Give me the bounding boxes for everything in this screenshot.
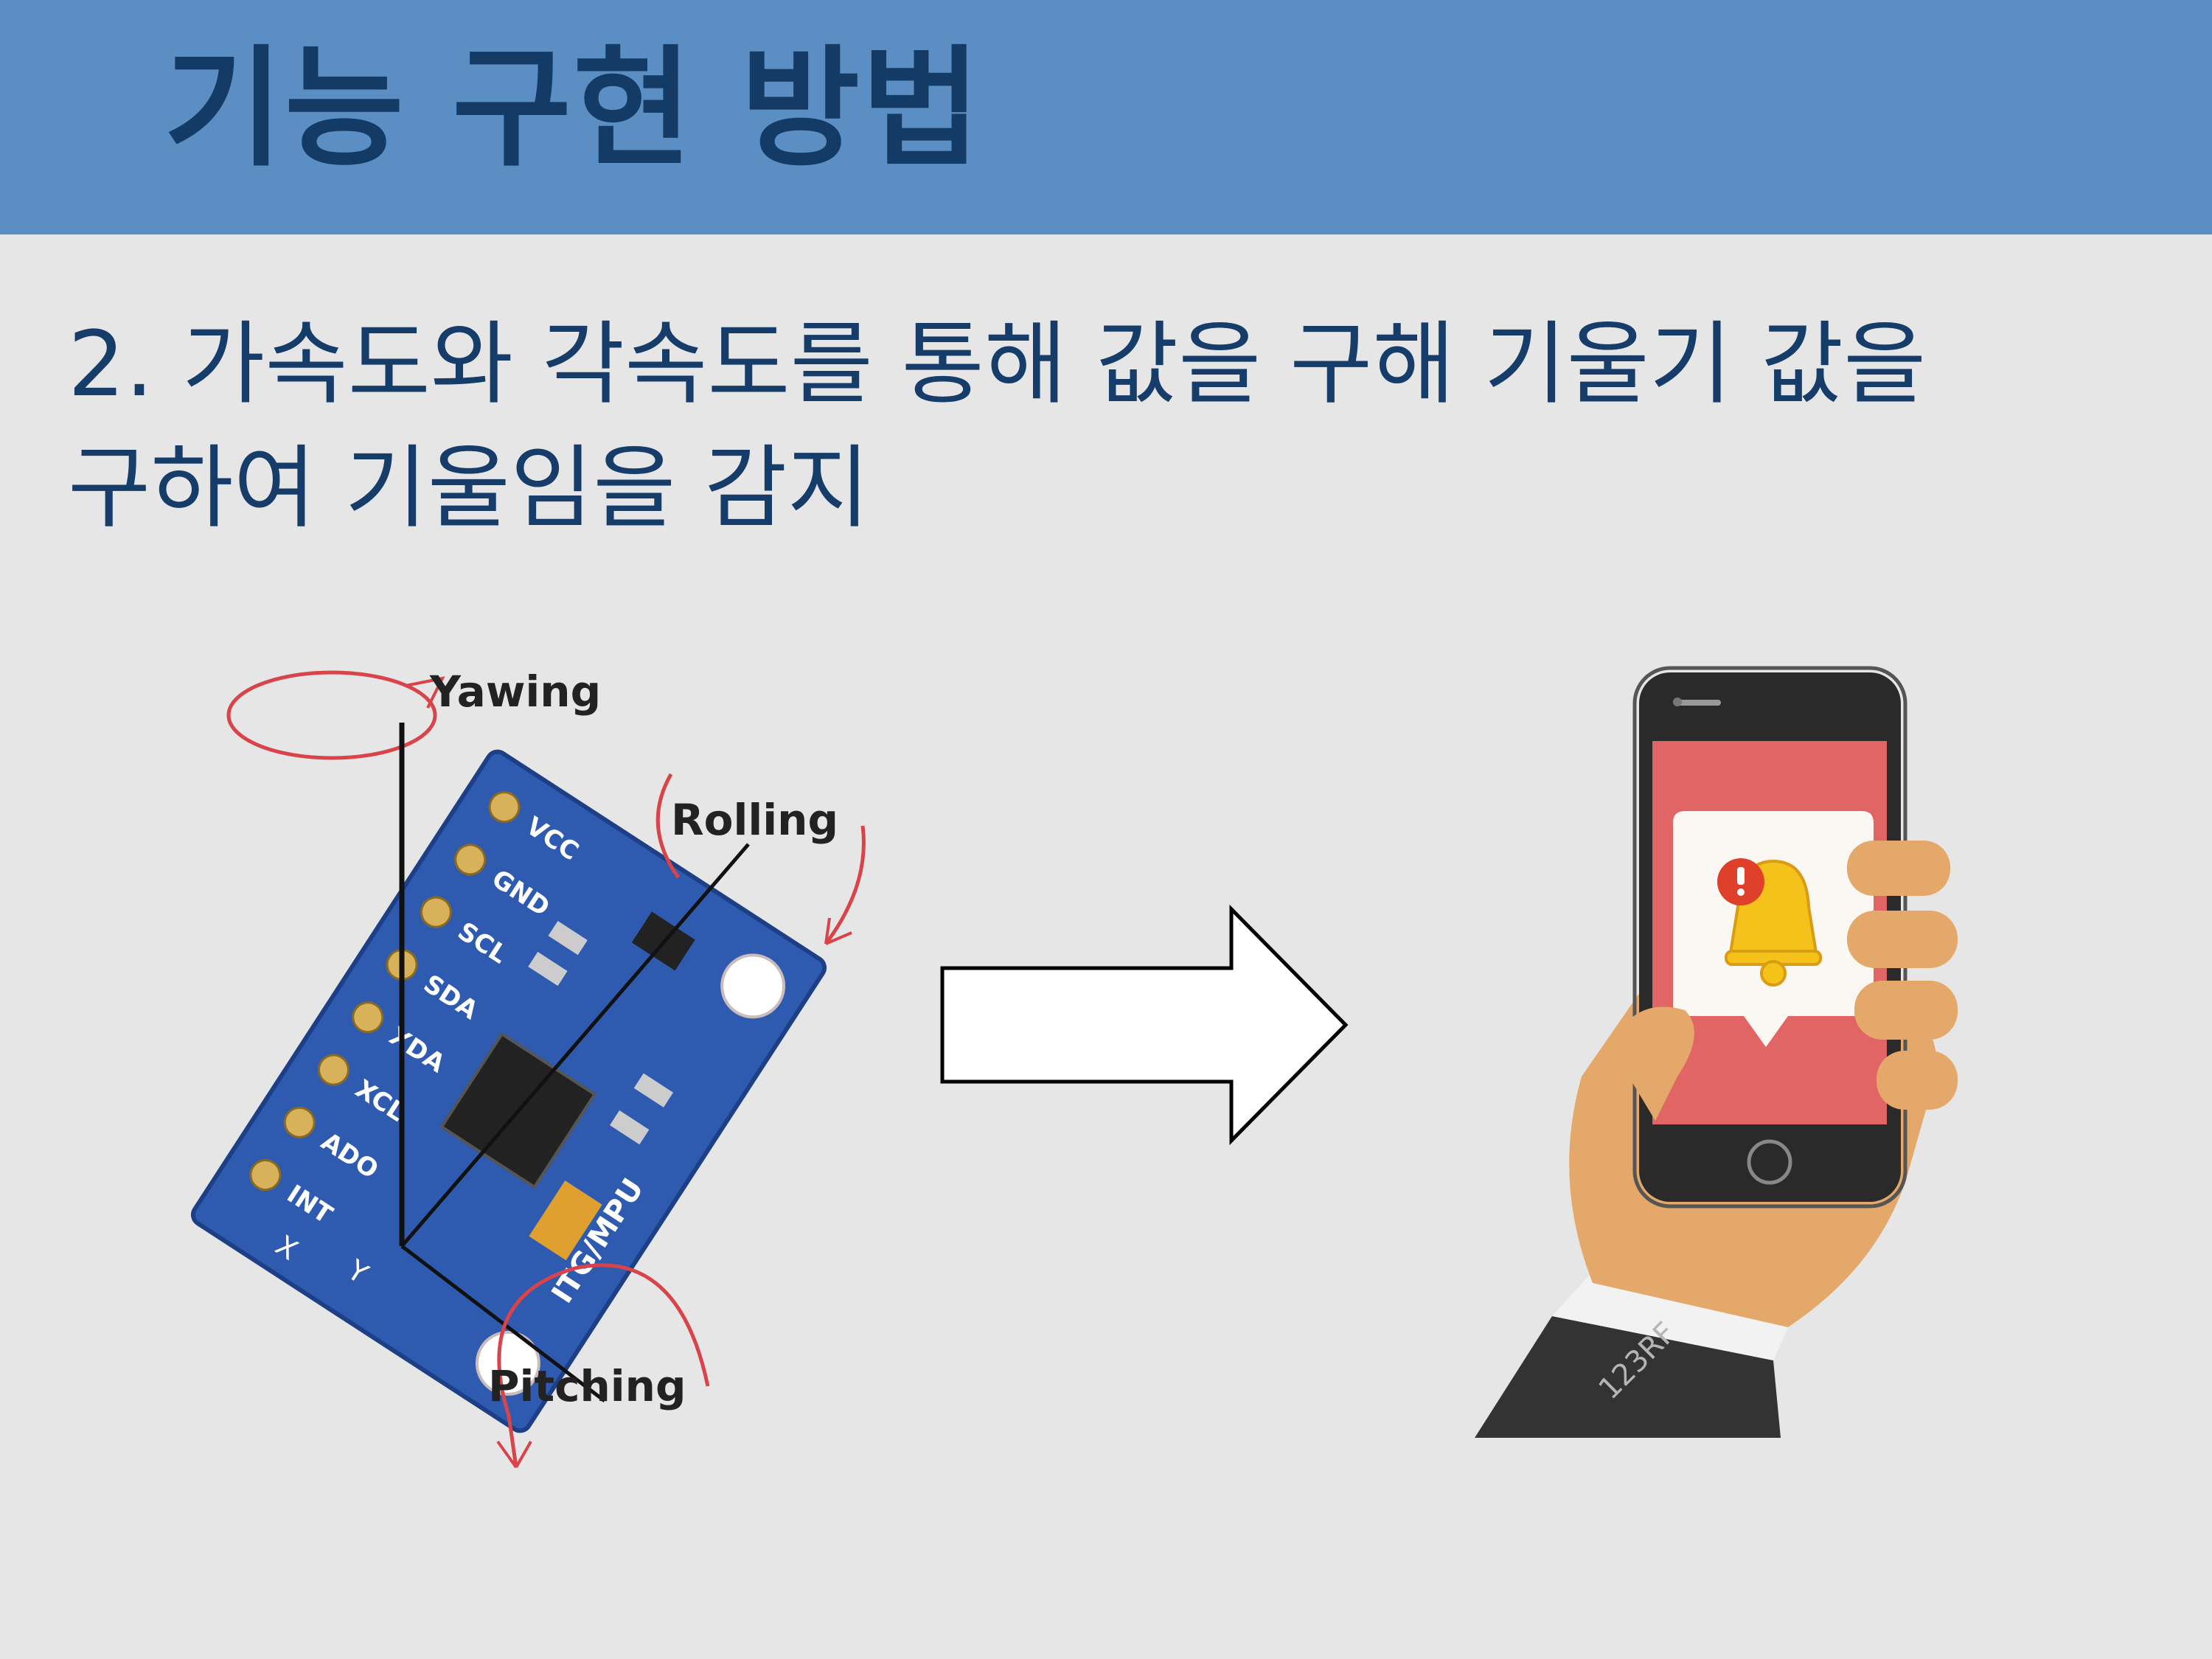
pitch-label: Pitching	[488, 1361, 686, 1411]
roll-rotation-icon	[655, 773, 681, 879]
slide-title: 기능 구현 방법	[164, 33, 983, 184]
phone-notification-illustration: 123RF	[1475, 666, 1958, 1438]
bell-alert-icon	[1717, 858, 1822, 987]
gyro-sensor-illustration: VCC GND SCL SDA XDA XCL ADO INT ITG/MPU …	[190, 667, 866, 1469]
right-arrow-icon	[940, 904, 1349, 1146]
sensor-board: VCC GND SCL SDA XDA XCL ADO INT ITG/MPU …	[190, 749, 827, 1433]
yaw-rotation-icon	[226, 670, 437, 760]
body-line-2: 구하여 기울임을 감지	[68, 436, 870, 540]
roll-label: Rolling	[671, 795, 838, 845]
home-button	[1747, 1139, 1792, 1185]
body-text: 2. 가속도와 각속도를 통해 값을 구해 기울기 값을 구하여 기울임을 감지	[68, 302, 2132, 550]
pitch-rotation-icon	[497, 1263, 710, 1468]
body-line-1: 2. 가속도와 각속도를 통해 값을 구해 기울기 값을	[68, 312, 1927, 417]
header-bar	[0, 0, 2212, 234]
yaw-label: Yawing	[429, 667, 601, 717]
